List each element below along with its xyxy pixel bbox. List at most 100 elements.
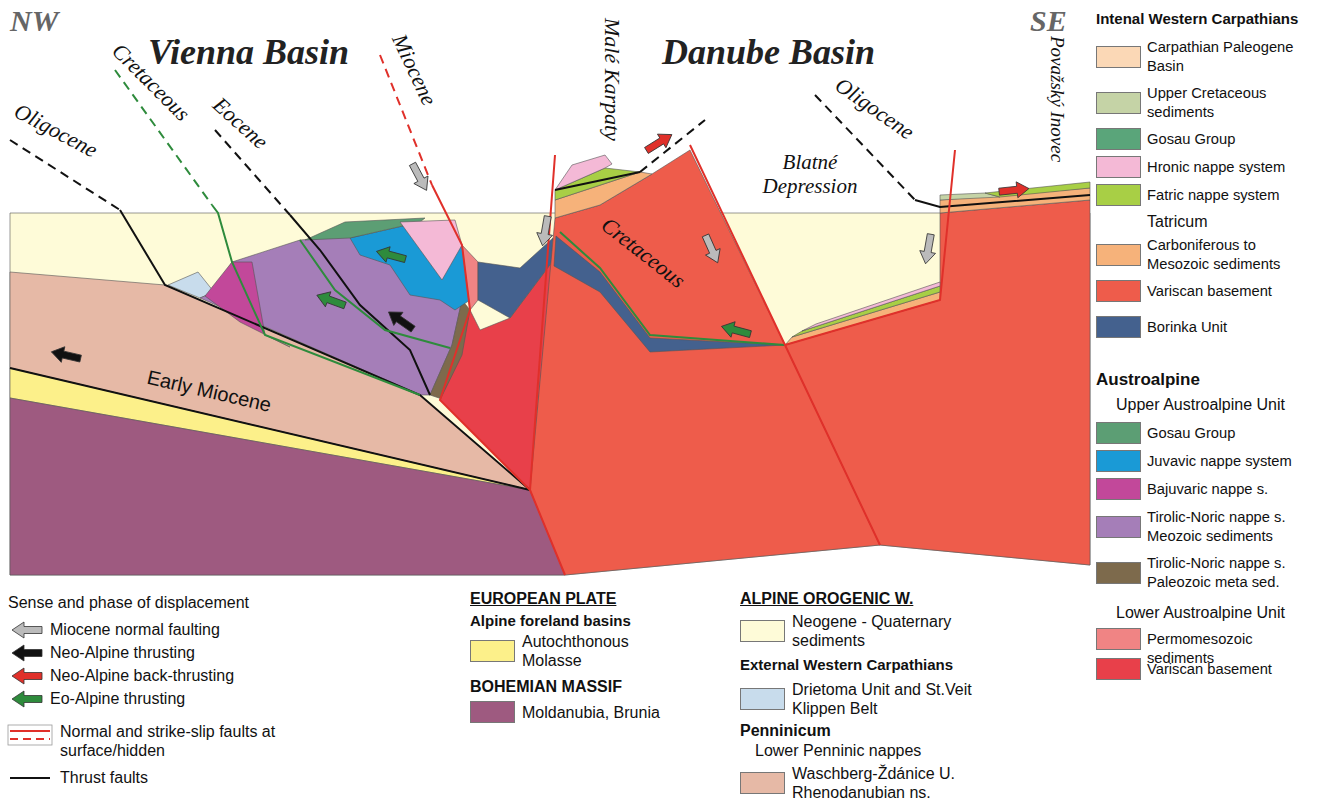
section-shape [8,725,52,745]
legend-text: Miocene normal faulting [50,620,350,639]
basin-title: Danube Basin [662,32,875,73]
legend-swatch [470,701,515,723]
normal-faults [380,55,955,575]
legend-text: Eo-Alpine thrusting [50,689,350,708]
section-shape [10,140,120,210]
legend-swatch [740,772,785,794]
legend-swatch [1096,658,1141,680]
section-shape [12,691,42,707]
section-shape [290,215,430,395]
legend-text: Tirolic-Noric nappe s. Paleozoic meta se… [1147,554,1317,592]
legend-swatch [1096,92,1141,114]
section-shape [698,232,725,266]
section-shape [792,286,940,337]
section-shape [10,777,50,779]
legend-text: Fatric nappe system [1147,186,1317,205]
thrust-faults [10,95,1090,490]
legend-heading: Austroalpine [1096,370,1200,390]
legend-heading: Intenal Western Carpathians [1096,10,1298,27]
legend-swatch [1096,422,1141,444]
legend-text: Gosau Group [1147,424,1317,443]
legend-swatch [740,688,785,710]
section-shape [300,240,450,348]
age-label: Eocene [208,92,273,154]
legend-swatch [1096,128,1141,150]
section-shape [915,195,1090,207]
legend-swatch [1096,280,1141,302]
section-shape [212,205,420,395]
legend-swatch [1096,450,1141,472]
legend-heading: External Western Carpathians [740,656,953,673]
depression-name: Blatné Depression [740,150,880,198]
legend-text: Neogene - Quaternary sediments [792,612,982,650]
legend-text: Neo-Alpine back-thrusting [50,666,350,685]
section-shape [384,305,418,335]
geologic-units [10,150,1090,575]
legend-heading: Lower Austroalpine Unit [1116,604,1285,622]
section-shape [120,210,530,490]
section-shape [555,172,640,190]
legend-text: Waschberg-Ždánice U. Rhenodanubian ns. [792,764,982,802]
legend-text: Moldanubia, Brunia [522,703,702,722]
legend-heading: Tatricum [1147,213,1207,231]
legend-text: Drietoma Unit and St.Veit Klippen Belt [792,680,992,718]
legend-text: Tirolic-Noric nappe s. Meozoic sediments [1147,508,1317,546]
legend-text: Borinka Unit [1147,318,1317,337]
legend-heading: Sense and phase of displacement [8,594,249,612]
section-shape [462,245,478,310]
legend-samples [8,622,52,778]
legend-text: Autochthonous Molasse [522,632,662,670]
section-shape [10,730,50,732]
legend-text: Thrust faults [60,768,320,787]
section-shape [405,160,433,194]
section-shape [12,622,42,638]
basin-title: Vienna Basin [148,32,349,73]
legend-swatch [470,640,515,662]
section-shape [10,738,50,740]
eo-alpine-thrusts [115,70,785,395]
legend-heading: BOHEMIAN MASSIF [470,678,622,696]
age-label: Miocene [387,30,442,109]
legend-swatch [1096,244,1141,266]
section-shape [432,185,530,490]
section-shape [478,238,553,318]
section-shape [400,220,462,280]
legend-text: Normal and strike-slip faults at surface… [60,722,320,760]
legend-heading: Alpine foreland basins [470,612,631,629]
section-shape [642,128,676,157]
legend-text: Variscan basement [1147,282,1317,301]
legend-swatch [1096,46,1141,68]
legend-swatch [1096,628,1141,650]
section-shape [785,200,1090,565]
section-shape [918,233,939,265]
legend-swatch [1096,516,1141,538]
legend-text: Gosau Group [1147,130,1317,149]
section-shape [374,244,407,267]
section-shape [535,215,556,247]
displacement-arrows [50,128,1030,367]
section-shape [530,155,565,575]
section-shape [50,344,83,366]
age-label: Oligocene [10,98,102,163]
legend-text: Carpathian Paleogene Basin [1147,38,1317,76]
legend-heading: Lower Penninic nappes [755,742,921,760]
legend-heading: EUROPEAN PLATE [470,590,616,608]
section-shape [12,668,42,684]
range-name: Malé Karpaty [600,18,625,141]
legend-heading: ALPINE OROGENIC W. [740,590,913,608]
section-shape [719,319,752,342]
legend-swatch [1096,156,1141,178]
legend-swatch [740,620,785,642]
section-shape [640,120,705,172]
legend-text: Carboniferous to Mesozoic sediments [1147,236,1317,274]
section-shape [554,236,785,352]
legend-text: Bajuvaric nappe s. [1147,480,1317,499]
section-shape [12,645,42,661]
range-name: Považský Inovec [1046,36,1068,162]
legend-swatch [1096,184,1141,206]
legend-swatch [1096,316,1141,338]
legend-swatch [1096,478,1141,500]
direction-label: NW [10,4,58,39]
legend-heading: Upper Austroalpine Unit [1116,396,1285,414]
legend-text: Neo-Alpine thrusting [50,643,350,662]
